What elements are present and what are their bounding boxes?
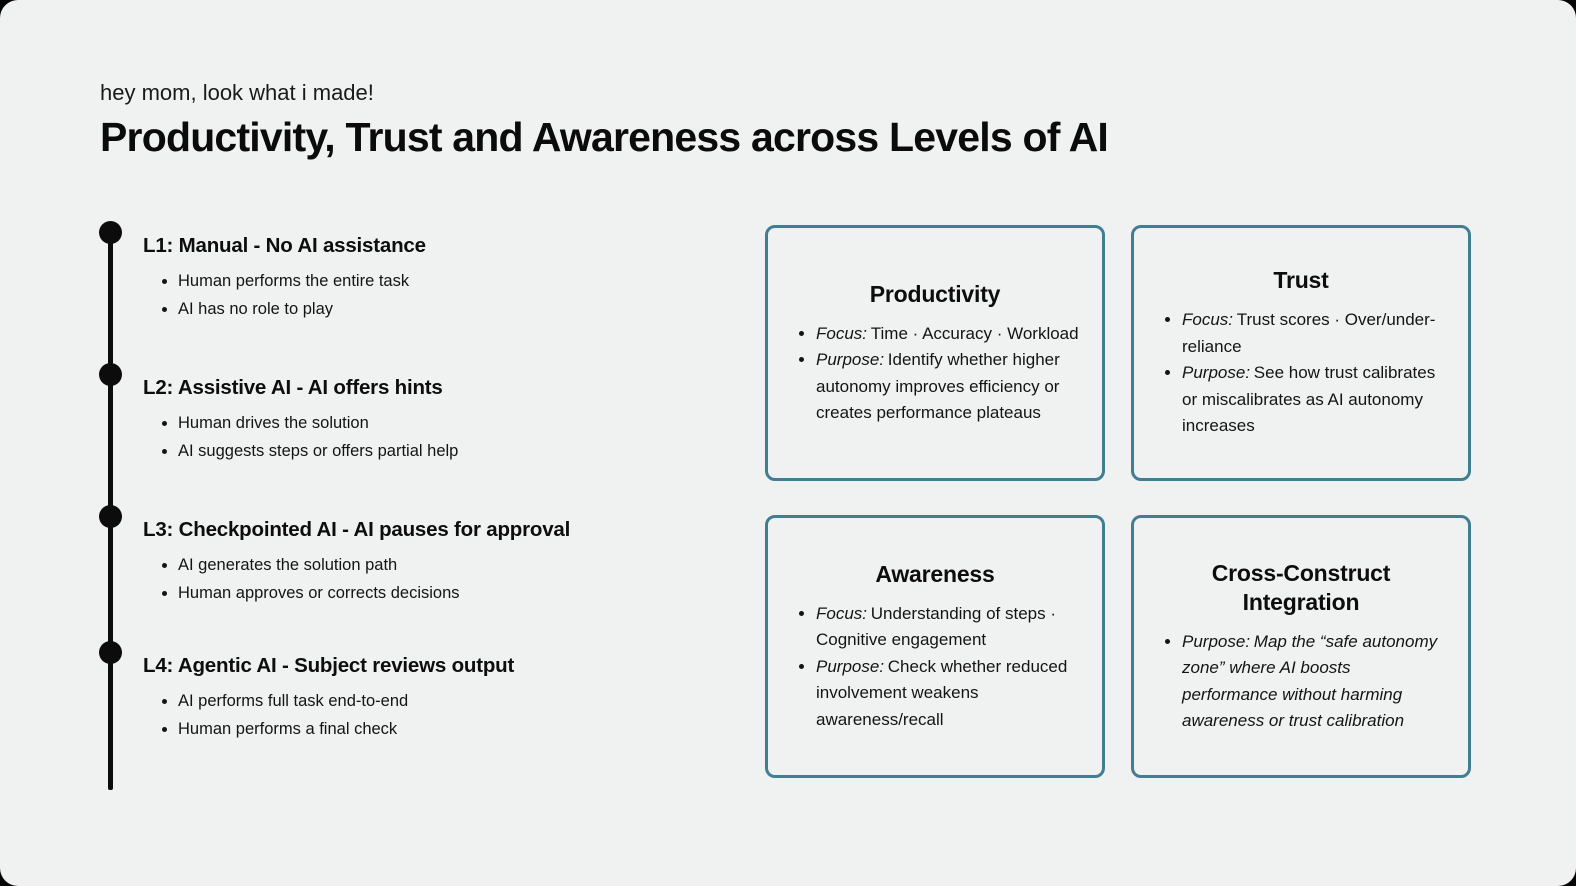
card-bullets: Purpose:Map the “safe autonomy zone” whe… [1156,629,1446,735]
card-bullet-lead: Focus: [1182,310,1234,330]
timeline-item: L4: Agentic AI - Subject reviews output … [99,641,719,743]
card-title: Cross-Construct Integration [1211,559,1391,615]
card-title: Trust [1273,267,1329,294]
timeline-bullet: AI generates the solution path [178,552,719,580]
card-title: Awareness [875,560,995,587]
card-bullet-text: Identify whether higher autonomy improve… [816,350,1060,422]
card-bullet-lead: Purpose: [1182,363,1251,383]
timeline-bullets: AI performs full task end-to-endHuman pe… [143,688,719,743]
card-bullet: Focus:Trust scores · Over/under-reliance [1182,307,1446,360]
page-title: Productivity, Trust and Awareness across… [100,114,1109,161]
timeline-bullet: Human performs a final check [178,716,719,744]
construct-card: Productivity Focus:Time · Accuracy · Wor… [765,225,1105,481]
timeline-bullet: AI has no role to play [178,296,719,324]
card-bullet-lead: Focus: [816,603,868,623]
card-bullet-lead: Purpose: [1182,631,1251,651]
timeline-item: L2: Assistive AI - AI offers hints Human… [99,363,719,465]
timeline-bullet: Human drives the solution [178,410,719,438]
timeline-heading: L4: Agentic AI - Subject reviews output [143,654,515,677]
card-bullet-lead: Purpose: [816,656,885,676]
construct-card: Cross-Construct Integration Purpose:Map … [1131,515,1471,778]
card-bullet: Focus:Understanding of steps · Cognitive… [816,601,1080,654]
eyebrow-text: hey mom, look what i made! [100,80,374,105]
timeline: L1: Manual - No AI assistance Human perf… [99,0,719,886]
card-bullet-lead: Purpose: [816,350,885,369]
construct-card: Trust Focus:Trust scores · Over/under-re… [1131,225,1471,481]
timeline-dot [99,221,122,244]
timeline-item: L3: Checkpointed AI - AI pauses for appr… [99,505,719,607]
card-bullet-text: Map the “safe autonomy zone” where AI bo… [1182,631,1438,731]
card-bullet-text: Understanding of steps · Cognitive engag… [816,603,1056,650]
timeline-heading: L3: Checkpointed AI - AI pauses for appr… [143,518,571,541]
card-bullet-lead: Focus: [816,323,868,343]
card-bullet-text: Time · Accuracy · Workload [870,323,1079,343]
timeline-bullet: AI performs full task end-to-end [178,688,719,716]
timeline-bullets: Human performs the entire taskAI has no … [143,268,719,323]
timeline-bullets: AI generates the solution pathHuman appr… [143,552,719,607]
card-title: Productivity [869,280,1001,307]
timeline-item: L1: Manual - No AI assistance Human perf… [99,221,719,323]
card-bullets: Focus:Time · Accuracy · WorkloadPurpose:… [790,321,1080,427]
timeline-dot [99,641,122,664]
card-bullet: Purpose:Check whether reduced involvemen… [816,654,1080,734]
card-bullets: Focus:Understanding of steps · Cognitive… [790,601,1080,734]
timeline-dot [99,505,122,528]
timeline-heading: L2: Assistive AI - AI offers hints [143,376,443,399]
card-bullet: Purpose:See how trust calibrates or misc… [1182,360,1446,440]
card-bullet: Purpose:Identify whether higher autonomy… [816,347,1080,427]
card-bullet: Purpose:Map the “safe autonomy zone” whe… [1182,629,1446,735]
card-bullet: Focus:Time · Accuracy · Workload [816,321,1080,348]
timeline-dot [99,363,122,386]
card-bullet-text: Check whether reduced involvement weaken… [816,656,1068,729]
timeline-heading: L1: Manual - No AI assistance [143,234,426,257]
slide-header: hey mom, look what i made! Productivity,… [100,80,1476,161]
card-bullet-text: See how trust calibrates or miscalibrate… [1182,363,1436,436]
timeline-bullet: Human performs the entire task [178,268,719,296]
timeline-bullets: Human drives the solutionAI suggests ste… [143,410,719,465]
construct-card: Awareness Focus:Understanding of steps ·… [765,515,1105,778]
card-bullets: Focus:Trust scores · Over/under-reliance… [1156,307,1446,440]
construct-cards: Productivity Focus:Time · Accuracy · Wor… [765,225,1471,778]
timeline-bullet: Human approves or corrects decisions [178,580,719,608]
card-bullet-text: Trust scores · Over/under-reliance [1182,310,1436,356]
timeline-bullet: AI suggests steps or offers partial help [178,438,719,466]
